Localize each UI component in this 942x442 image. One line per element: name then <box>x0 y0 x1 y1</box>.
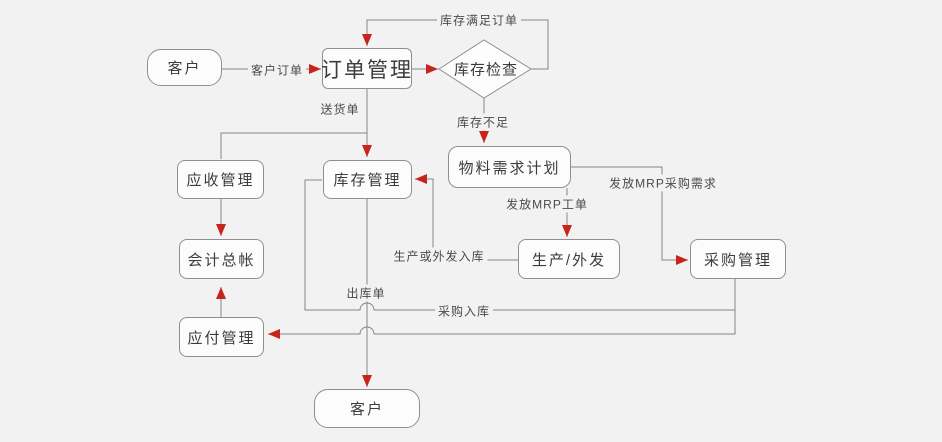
node-inventory-check-label: 库存检查 <box>453 61 519 79</box>
node-customer-top-label: 客户 <box>167 60 202 77</box>
edge-mrp-to-purchasing <box>571 166 688 265</box>
node-production-outsourcing: 生产/外发 <box>518 239 620 279</box>
node-receivables-management-label: 应收管理 <box>186 172 255 189</box>
edge-purchasing-to-inventory <box>304 179 735 311</box>
node-inventory-management-label: 库存管理 <box>333 172 402 189</box>
edge-label-purchase-inbound: 采购入库 <box>434 302 494 320</box>
node-production-outsourcing-label: 生产/外发 <box>531 251 607 269</box>
edge-label-delivery-note: 送货单 <box>317 100 363 118</box>
node-customer-top: 客户 <box>147 49 222 86</box>
node-receivables-management: 应收管理 <box>177 160 264 199</box>
node-order-management-label: 订单管理 <box>321 58 413 82</box>
edge-branch-to-receivables <box>220 132 367 159</box>
node-payables-management-label: 应付管理 <box>187 329 256 347</box>
edge-label-outbound-order: 出库单 <box>343 284 389 302</box>
node-inventory-management: 库存管理 <box>323 160 412 199</box>
edge-purchasing-to-payables <box>268 279 736 339</box>
node-general-ledger: 会计总帐 <box>179 239 264 279</box>
edge-label-production-or-outsourcing-inbound: 生产或外发入库 <box>390 247 488 265</box>
node-mrp: 物料需求计划 <box>448 146 571 188</box>
edge-label-stock-insufficient: 库存不足 <box>453 113 513 131</box>
node-purchasing-management-label: 采购管理 <box>703 251 772 269</box>
node-purchasing-management: 采购管理 <box>690 239 786 279</box>
edge-label-release-mrp-purchase-request: 发放MRP采购需求 <box>606 174 720 192</box>
node-order-management: 订单管理 <box>321 48 413 89</box>
inventory-check-diamond-shape <box>438 39 532 99</box>
node-payables-management: 应付管理 <box>179 317 264 357</box>
edge-label-stock-fulfills-order: 库存满足订单 <box>436 11 522 29</box>
edge-label-release-mrp-work-order: 发放MRP工单 <box>503 195 591 213</box>
node-customer-bottom: 客户 <box>314 389 420 428</box>
node-general-ledger-label: 会计总帐 <box>187 251 256 269</box>
edge-check-back-to-order <box>362 19 549 70</box>
node-customer-bottom-label: 客户 <box>349 401 384 418</box>
node-mrp-label: 物料需求计划 <box>458 159 561 177</box>
edge-label-customer-order: 客户订单 <box>247 61 307 79</box>
